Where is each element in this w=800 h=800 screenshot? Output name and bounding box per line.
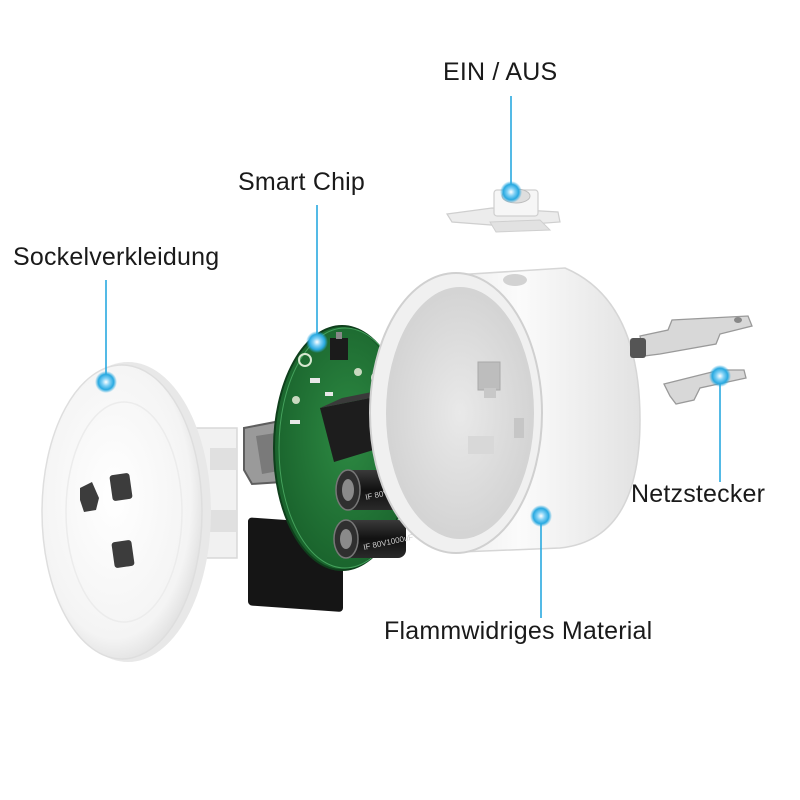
callout-dot-base: [95, 371, 117, 393]
label-smart-chip: Smart Chip: [238, 168, 366, 196]
pcb-pad: [354, 368, 362, 376]
relay: [320, 398, 380, 462]
button-hole: [503, 274, 527, 286]
housing-tab: [468, 436, 494, 454]
button-base-plate-low: [489, 219, 552, 233]
pcb-smd: [290, 420, 300, 424]
smart-chip: [330, 338, 348, 360]
pcb-smd: [325, 392, 333, 396]
callouts: [105, 96, 721, 618]
housing-opening: [386, 287, 534, 539]
plug-pin-rod: [630, 338, 646, 358]
capacitor: IF 80V1000uF: [333, 519, 414, 559]
pcb-pad: [292, 396, 300, 404]
label-switch: EIN / AUS: [443, 58, 558, 86]
plate-clip-notch: [210, 448, 236, 470]
outlet-slot-neutral: [111, 540, 135, 568]
callout-dot-plug: [709, 365, 731, 387]
plug-pin-long: [639, 315, 753, 357]
plug-pin-rivet: [734, 317, 742, 323]
plate-clip-notch: [210, 510, 236, 532]
housing-screw-post: [514, 418, 524, 438]
outlet-slot-hot: [109, 473, 133, 501]
callout-dot-material: [530, 505, 552, 527]
pcb-smd: [310, 378, 320, 383]
outlet-ground-hole: [80, 482, 99, 512]
plug-pins: [630, 315, 753, 405]
label-plug: Netzstecker: [631, 480, 766, 508]
housing-rib: [477, 361, 501, 391]
pcb-pad: [298, 353, 312, 367]
housing-rib: [484, 388, 496, 398]
housing: [369, 267, 641, 554]
plug-pin-short: [663, 369, 747, 405]
callout-dots: [95, 181, 731, 527]
relay-top: [320, 392, 372, 408]
plate-face: [41, 364, 203, 660]
label-base-cover: Sockelverkleidung: [13, 243, 220, 271]
plate-inner-ring: [65, 401, 183, 623]
callout-dot-chip: [306, 331, 328, 353]
face-plate: [41, 362, 238, 662]
smart-chip-pin: [336, 332, 342, 339]
callout-dot-switch: [500, 181, 522, 203]
label-material: Flammwidriges Material: [384, 617, 653, 645]
